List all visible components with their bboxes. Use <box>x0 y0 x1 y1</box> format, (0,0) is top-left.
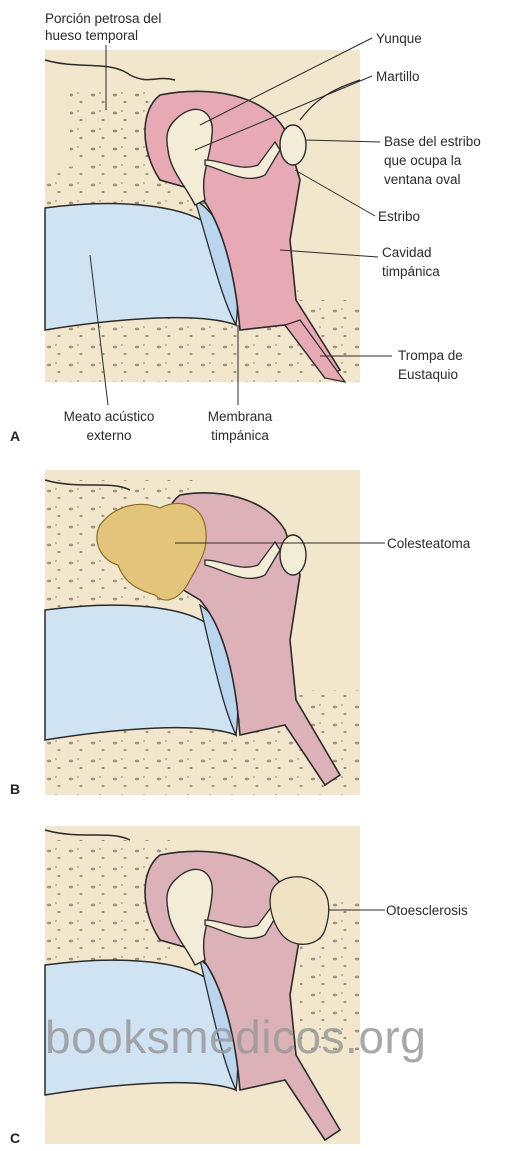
panel-letter-b: B <box>10 781 20 797</box>
label-cavity-line2: timpánica <box>382 263 440 280</box>
label-meatus-line1: Meato acústico <box>44 408 174 425</box>
label-eustachian-line2: Eustaquio <box>398 366 458 383</box>
label-malleus: Martillo <box>376 68 420 85</box>
panel-letter-a: A <box>10 428 20 444</box>
watermark-text: booksmedicos.org <box>45 1010 426 1064</box>
label-stapes-base-line2: que ocupa la <box>384 152 461 169</box>
stapes-footplate <box>280 125 306 165</box>
label-membrane-line2: timpánica <box>185 427 295 444</box>
label-otosclerosis: Otoesclerosis <box>386 902 468 919</box>
panel-b-drawing <box>45 470 360 795</box>
panel-letter-c: C <box>10 1130 20 1146</box>
label-stapes: Estribo <box>378 208 420 225</box>
label-petrous-line1: Porción petrosa del <box>45 10 161 27</box>
label-eustachian-line1: Trompa de <box>398 347 463 364</box>
label-stapes-base-line1: Base del estribo <box>384 133 481 150</box>
label-cholesteatoma: Colesteatoma <box>387 535 470 552</box>
label-stapes-base-line3: ventana oval <box>384 171 461 188</box>
label-incus: Yunque <box>376 30 422 47</box>
label-petrous-line2: hueso temporal <box>45 27 138 44</box>
label-membrane-line1: Membrana <box>185 408 295 425</box>
label-cavity-line1: Cavidad <box>382 244 432 261</box>
panel-c-drawing <box>45 826 360 1144</box>
label-meatus-line2: externo <box>44 427 174 444</box>
panel-a-drawing <box>45 50 360 382</box>
